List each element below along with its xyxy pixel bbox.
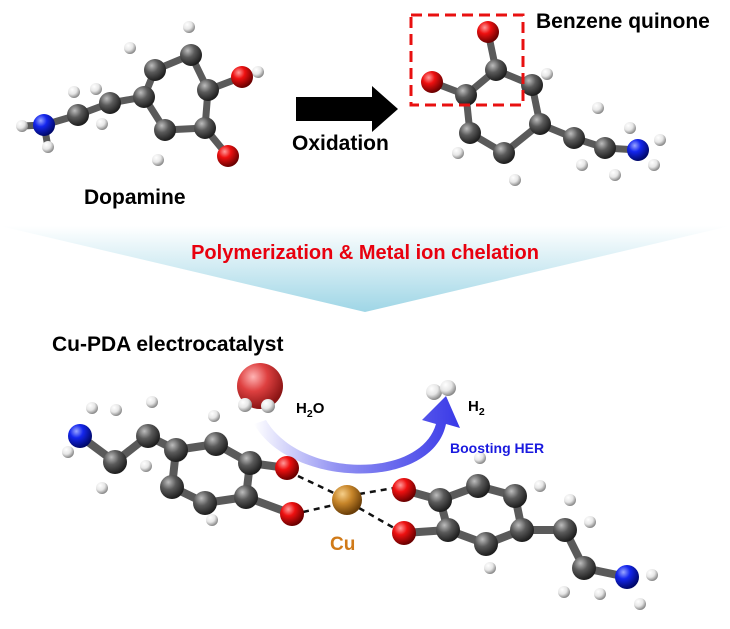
polymerization-banner-text: Polymerization & Metal ion chelation bbox=[191, 242, 539, 264]
dopamine-atoms bbox=[16, 21, 264, 167]
water-label: H2O bbox=[296, 400, 325, 420]
boosting-her-label: Boosting HER bbox=[450, 440, 545, 456]
banner-background bbox=[0, 226, 730, 312]
oxidation-label: Oxidation bbox=[292, 132, 389, 155]
hydrogen-label: H2 bbox=[468, 398, 485, 418]
catalyst-label: Cu-PDA electrocatalyst bbox=[52, 333, 284, 356]
boosting-arrow bbox=[254, 396, 460, 474]
quinone-highlight-box bbox=[409, 13, 525, 107]
water-molecule bbox=[237, 363, 283, 413]
cu-pda-atoms bbox=[62, 396, 658, 610]
hydrogen-molecule bbox=[426, 380, 456, 400]
coordination-bonds bbox=[297, 474, 395, 530]
oxidation-arrow bbox=[296, 86, 398, 132]
dopamine-label: Dopamine bbox=[84, 186, 186, 209]
quinone-label: Benzene quinone bbox=[536, 10, 710, 33]
quinone-atoms bbox=[421, 21, 666, 186]
dopamine-molecule bbox=[18, 51, 246, 160]
copper-atom bbox=[332, 485, 362, 515]
copper-label: Cu bbox=[330, 534, 356, 555]
